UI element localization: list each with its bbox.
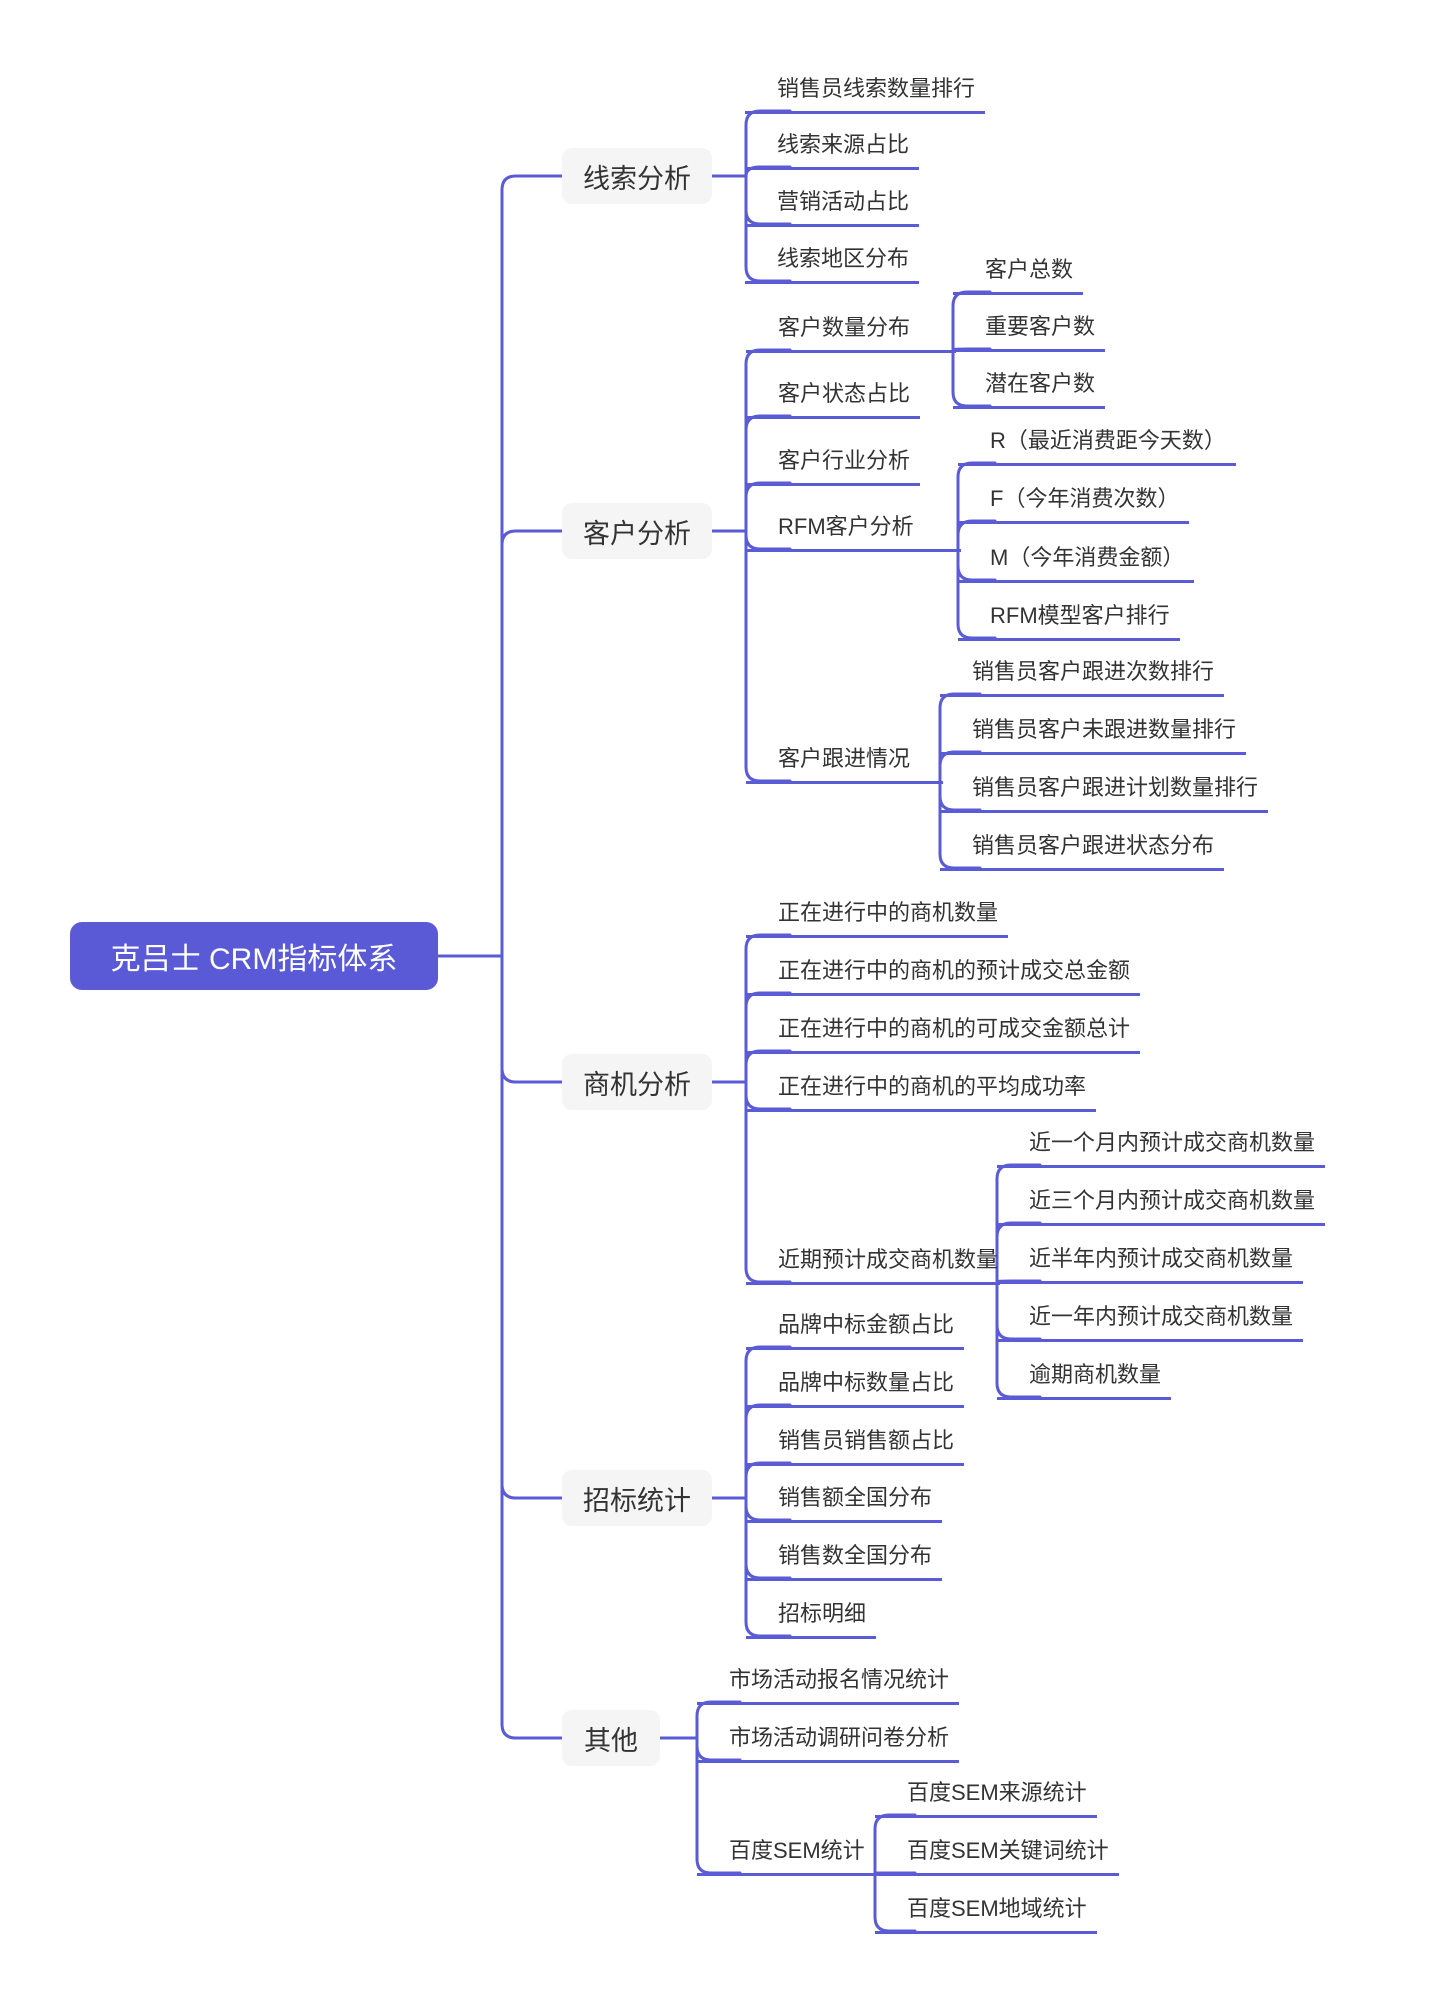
mindmap-node[interactable]: 正在进行中的商机的平均成功率 [746,1074,1097,1112]
mindmap-node[interactable]: 近一个月内预计成交商机数量 [997,1130,1326,1168]
mindmap-node[interactable]: 销售员线索数量排行 [745,76,986,114]
mindmap-node[interactable]: 近半年内预计成交商机数量 [997,1246,1304,1284]
node-customer-count-dist[interactable]: 客户数量分布 [746,315,956,353]
branch-lead-analysis[interactable]: 线索分析 [562,148,712,204]
mindmap-node[interactable]: 招标明细 [746,1601,877,1639]
mindmap-node[interactable]: 销售员销售额占比 [746,1428,965,1466]
mindmap-node[interactable]: M（今年消费金额） [958,545,1195,583]
mindmap-node[interactable]: 百度SEM地域统计 [875,1896,1097,1934]
mindmap-node[interactable]: 销售员客户跟进次数排行 [940,659,1225,697]
mindmap-node[interactable]: 营销活动占比 [745,189,920,227]
mindmap-node[interactable]: 销售数全国分布 [746,1543,943,1581]
mindmap-node[interactable]: RFM模型客户排行 [958,603,1180,641]
node-rfm-analysis[interactable]: RFM客户分析 [746,514,961,552]
mindmap-node[interactable]: 重要客户数 [953,314,1106,352]
mindmap-node[interactable]: 潜在客户数 [953,371,1106,409]
branch-customer-analysis[interactable]: 客户分析 [562,503,712,559]
mindmap-node[interactable]: 销售员客户未跟进数量排行 [940,717,1247,755]
mindmap-node[interactable]: 品牌中标金额占比 [746,1312,965,1350]
mindmap-node[interactable]: 近一年内预计成交商机数量 [997,1304,1304,1342]
root-node[interactable]: 克吕士 CRM指标体系 [70,922,438,990]
mindmap-node[interactable]: 近三个月内预计成交商机数量 [997,1188,1326,1226]
node-expected-deals[interactable]: 近期预计成交商机数量 [746,1247,1000,1285]
mindmap-node[interactable]: 逾期商机数量 [997,1362,1172,1400]
mindmap-node[interactable]: 正在进行中的商机的预计成交总金额 [746,958,1141,996]
mindmap-node[interactable]: 百度SEM关键词统计 [875,1838,1119,1876]
mindmap-node[interactable]: 销售员客户跟进计划数量排行 [940,775,1269,813]
node-baidu-sem[interactable]: 百度SEM统计 [697,1838,875,1876]
mindmap-node[interactable]: 百度SEM来源统计 [875,1780,1097,1818]
branch-bidding-stats[interactable]: 招标统计 [562,1470,712,1526]
mindmap-node[interactable]: 市场活动报名情况统计 [697,1667,960,1705]
node-customer-follow-up[interactable]: 客户跟进情况 [746,746,943,784]
branch-opportunity-analysis[interactable]: 商机分析 [562,1054,712,1110]
mindmap-node[interactable]: 品牌中标数量占比 [746,1370,965,1408]
mindmap-node[interactable]: 线索地区分布 [745,246,920,284]
mindmap-node[interactable]: R（最近消费距今天数） [958,428,1236,466]
mindmap-node[interactable]: 正在进行中的商机的可成交金额总计 [746,1016,1141,1054]
mindmap-node[interactable]: 客户状态占比 [746,381,921,419]
mindmap-node[interactable]: 线索来源占比 [745,132,920,170]
branch-other[interactable]: 其他 [562,1710,660,1766]
mindmap-node[interactable]: F（今年消费次数） [958,486,1190,524]
mindmap-node[interactable]: 正在进行中的商机数量 [746,900,1009,938]
mindmap-node[interactable]: 销售额全国分布 [746,1485,943,1523]
mindmap-node[interactable]: 客户总数 [953,257,1084,295]
mindmap-node[interactable]: 市场活动调研问卷分析 [697,1725,960,1763]
mindmap-node[interactable]: 客户行业分析 [746,448,921,486]
mindmap-node[interactable]: 销售员客户跟进状态分布 [940,833,1225,871]
